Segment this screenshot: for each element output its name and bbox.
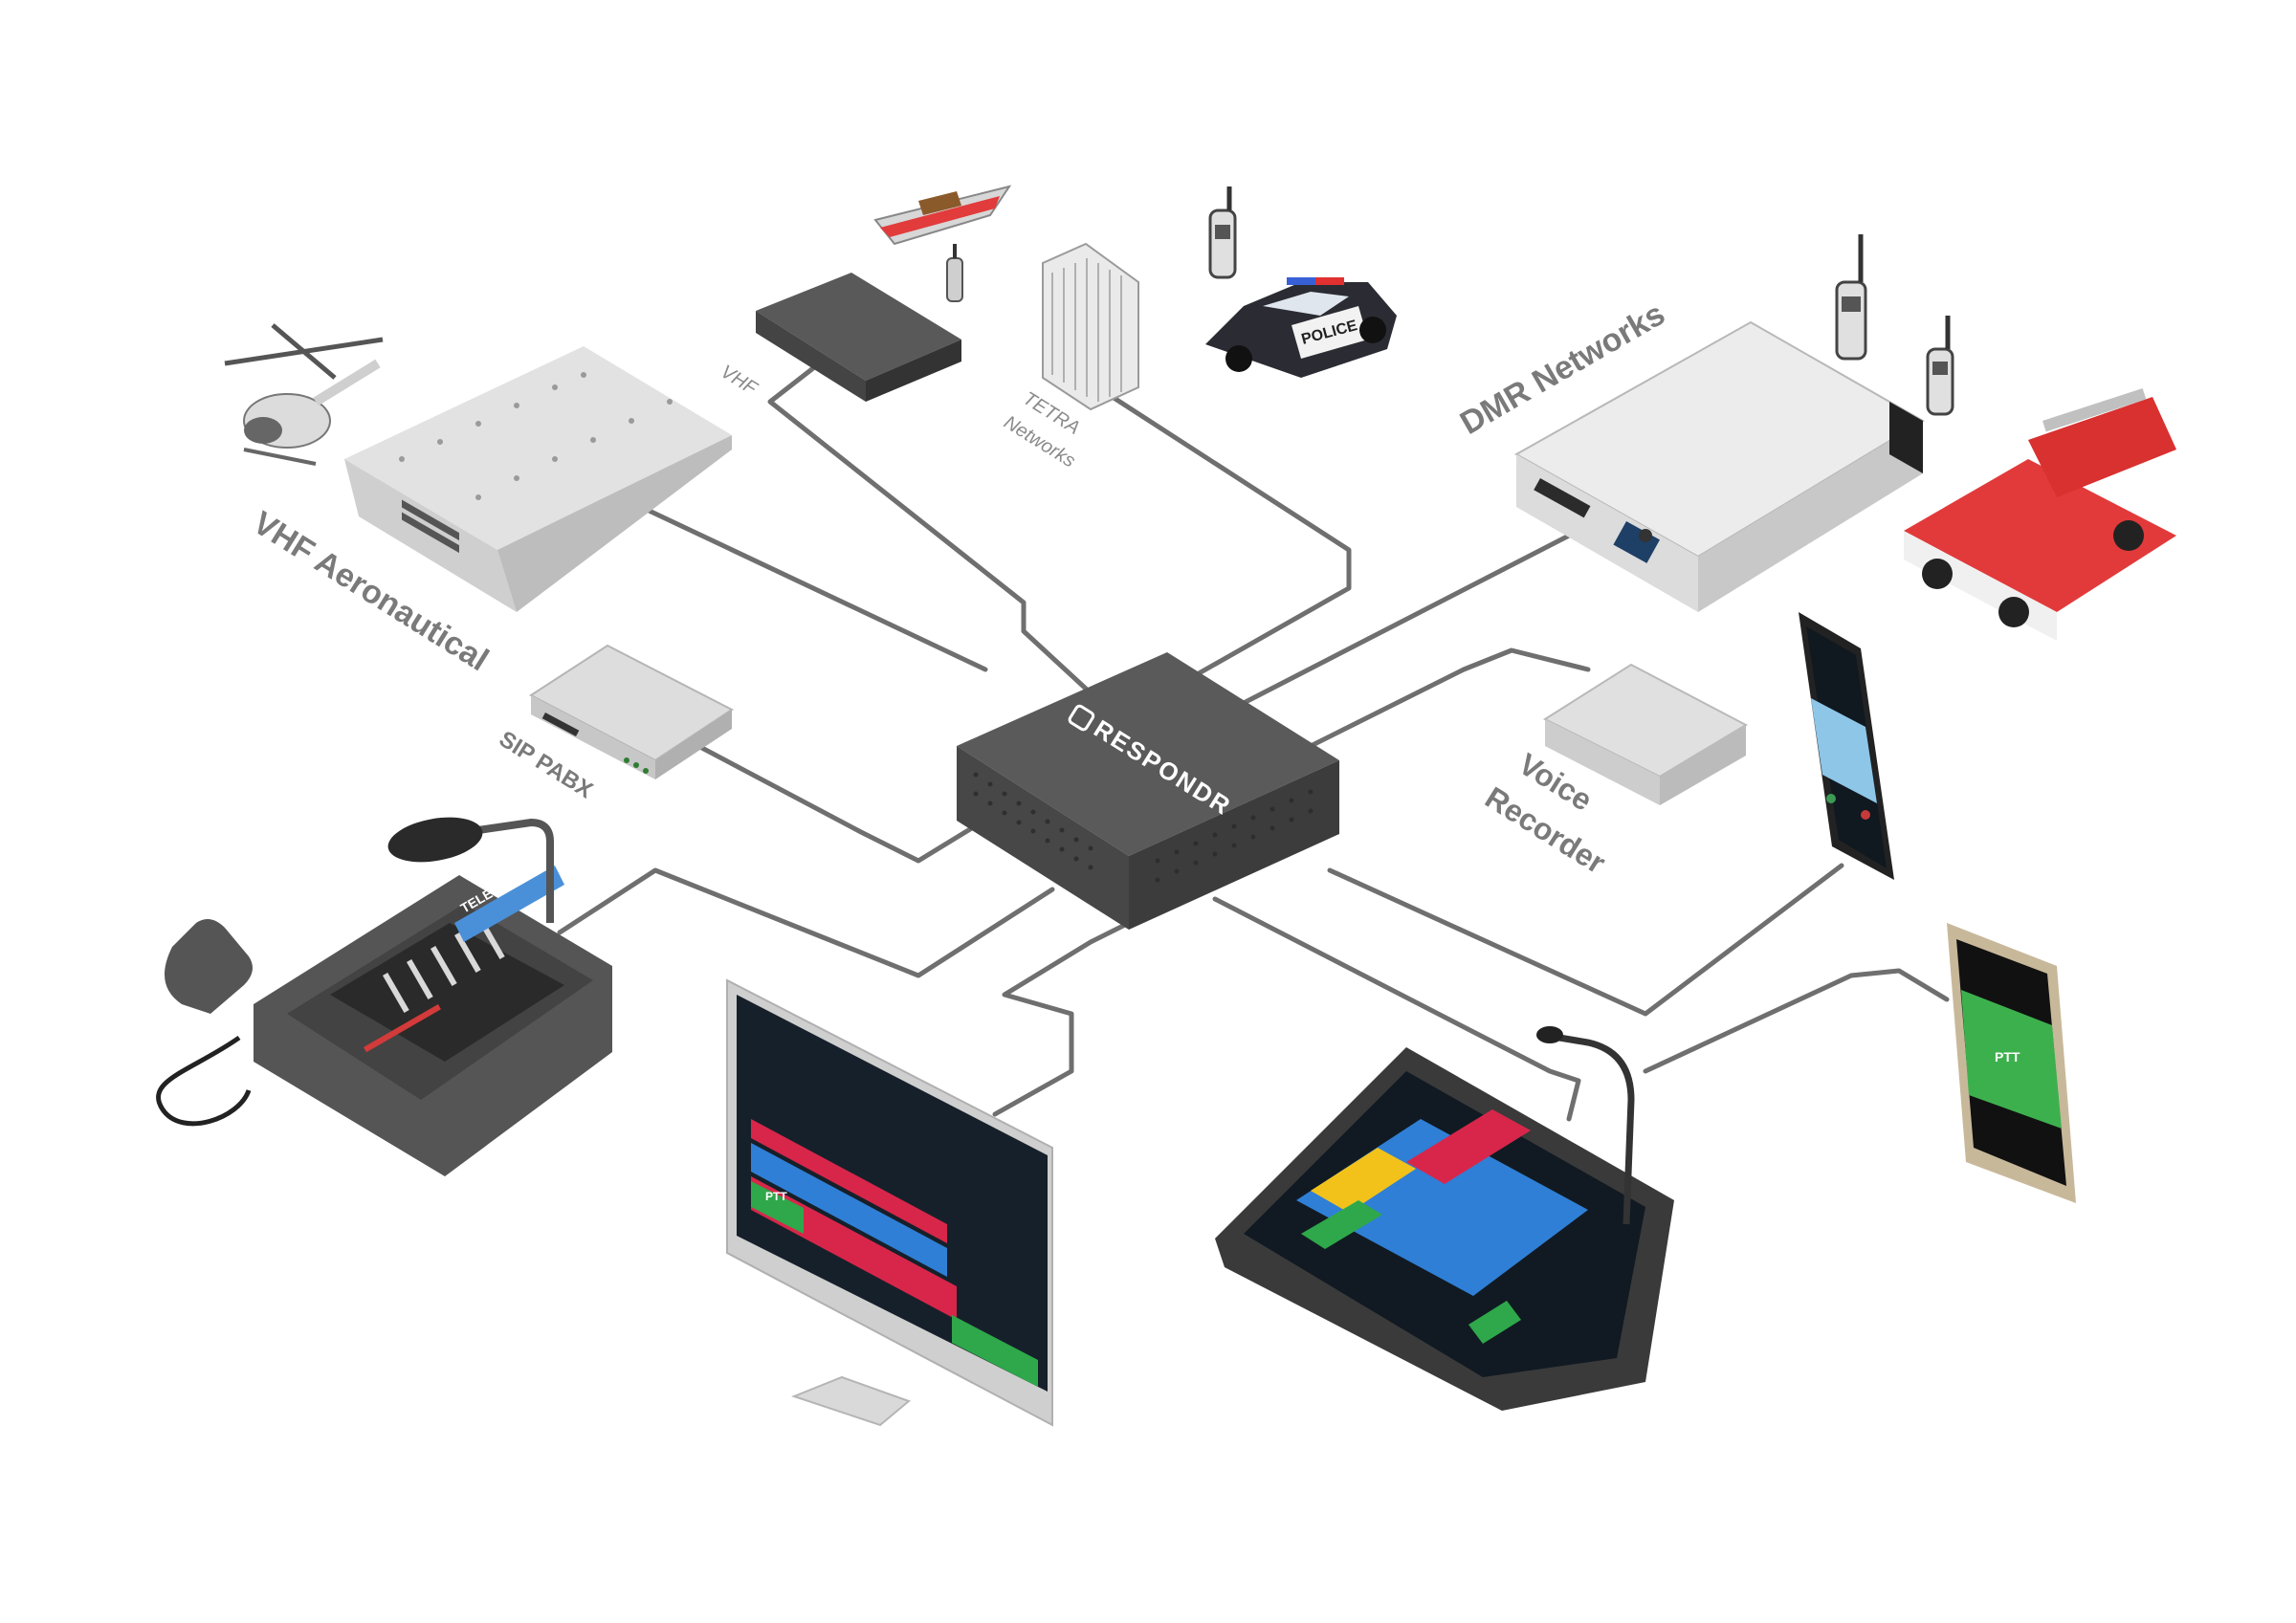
monitor-stand bbox=[791, 1375, 911, 1427]
voice-recorder-box bbox=[1542, 663, 1749, 805]
cable-vhf bbox=[767, 365, 1089, 691]
desk-console: TELEPROJECT bbox=[156, 817, 612, 1176]
respondr-hub: RESPONDR bbox=[957, 652, 1339, 930]
touch-console bbox=[1215, 1026, 1674, 1411]
boat-icon bbox=[873, 185, 1012, 246]
gooseneck-mic-icon bbox=[477, 818, 554, 923]
cable-voice bbox=[1289, 647, 1591, 758]
sip-pabx-box bbox=[529, 644, 734, 779]
cable-touch-console bbox=[1212, 896, 1581, 1122]
walkie-talkie-icon bbox=[1835, 234, 1867, 361]
walkie-talkie-icon bbox=[1208, 186, 1237, 279]
tetra-antenna-box bbox=[1042, 242, 1139, 411]
fire-truck-icon bbox=[1904, 388, 2176, 641]
cable-monitor bbox=[992, 920, 1132, 1117]
cables bbox=[557, 365, 1950, 1122]
console-mic-icon bbox=[1558, 1034, 1635, 1225]
walkie-talkie-icon bbox=[1926, 316, 1954, 416]
monitor: PTT bbox=[726, 978, 1053, 1427]
cable-desk bbox=[557, 867, 1055, 978]
cable-sip bbox=[695, 743, 1007, 864]
cable-phone bbox=[1327, 863, 1844, 1017]
handset-icon bbox=[165, 919, 253, 1014]
cable-vhf-aeronautical bbox=[638, 504, 988, 672]
phone-ptt-label: PTT bbox=[1995, 1049, 2020, 1064]
monitor-patch-row bbox=[751, 1119, 1038, 1387]
cable-handset bbox=[1643, 968, 1950, 1074]
dmr-box bbox=[1513, 320, 1925, 612]
smartphone-right: PTT bbox=[1947, 923, 2076, 1203]
smartphone-top bbox=[1799, 612, 1894, 880]
coil-cord-icon bbox=[156, 1035, 252, 1127]
walkie-talkie-icon bbox=[946, 244, 963, 302]
cable-tetra bbox=[1102, 389, 1352, 691]
monitor-ptt-label: PTT bbox=[765, 1190, 787, 1203]
label-vhf: VHF bbox=[717, 362, 762, 401]
police-car-icon: POLICE bbox=[1205, 277, 1397, 378]
vhf-aeronautical-rack bbox=[344, 346, 732, 612]
respondr-logo-icon bbox=[1068, 704, 1095, 732]
cable-dmr bbox=[1241, 533, 1572, 706]
helicopter-icon bbox=[224, 323, 384, 466]
vhf-box bbox=[756, 273, 961, 402]
